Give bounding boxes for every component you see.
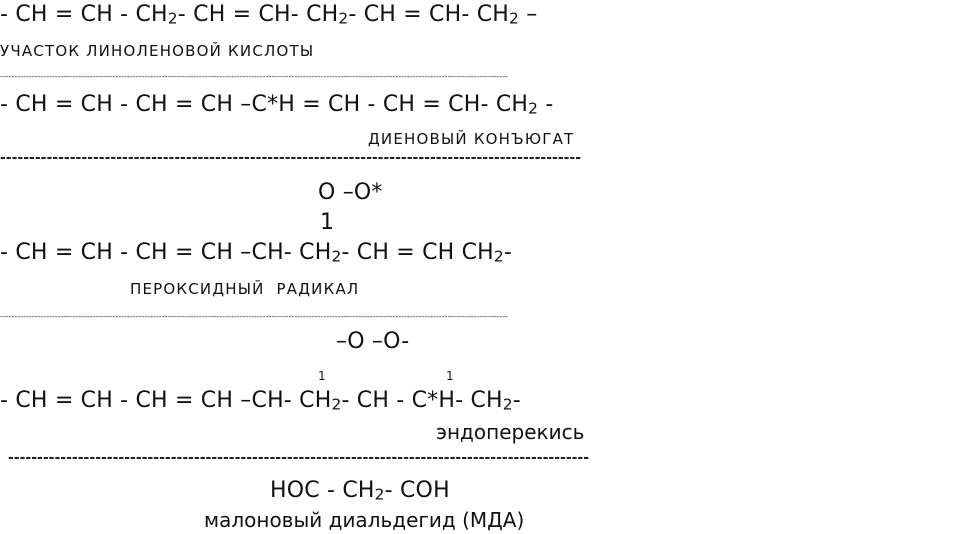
formula-part: - CH = CH- CH [177,2,339,27]
formula-part: - [512,388,521,413]
caption-endoperoxide: эндоперекись [436,420,585,444]
subscript: 2 [338,9,349,28]
formula-part: - CH - C*H- CH [341,388,503,413]
bond-marker: 1 [320,210,335,235]
separator-2: ----------------------------------------… [0,150,582,166]
formula-part: - CH = CH - CH = CH –C*H = CH - CH = CH-… [0,92,529,117]
subscript: 2 [493,247,504,266]
formula-part: HOC - CH [270,478,375,503]
formula-part: - CH = CH - CH [0,2,168,27]
formula-part: - CH = CH - CH = CH –CH- CH [0,388,332,413]
separator-3: ----------------------------------------… [0,312,509,321]
formula-part: - CH = CH - CH = CH –CH- CH [0,240,332,265]
formula-part: - [538,92,554,117]
subscript: 2 [509,9,520,28]
mda-formula: HOC - CH2- COH [270,478,450,503]
formula-part: - [503,240,513,265]
linolenic-segment-formula: - CH = CH - CH2- CH = CH- CH2- CH = CH- … [0,2,537,27]
formula-part: – [519,2,538,27]
formula-part: - COH [384,478,450,503]
formula-part: - CH = CH- CH [348,2,510,27]
subscript: 2 [331,395,342,414]
subscript: 2 [374,485,385,504]
subscript: 2 [502,395,513,414]
caption-diene-conjugate: ДИЕНОВЫЙ КОНЪЮГАТ [368,130,575,148]
diene-conjugate-formula: - CH = CH - CH = CH –C*H = CH - CH = CH-… [0,92,553,117]
bond-marker: 1 [446,369,454,383]
caption-linolenic-segment: УЧАСТОК ЛИНОЛЕНОВОЙ КИСЛОТЫ [0,42,315,60]
endoperoxide-formula: - CH = CH - CH = CH –CH- CH2- CH - C*H- … [0,388,521,413]
caption-mda: малоновый диальдегид (МДА) [204,508,525,532]
subscript: 2 [167,9,178,28]
separator-4: ----------------------------------------… [8,450,590,466]
subscript: 2 [331,247,342,266]
bond-marker: 1 [318,369,326,383]
endoperoxide-bridge: –O –O- [336,329,410,354]
formula-part: - CH = CH CH [341,240,494,265]
peroxyl-oo-group: O –O* [318,180,383,205]
subscript: 2 [528,99,539,118]
caption-peroxyl-radical: ПЕРОКСИДНЫЙ РАДИКАЛ [130,280,360,298]
separator-1: ----------------------------------------… [0,72,509,81]
peroxyl-radical-formula: - CH = CH - CH = CH –CH- CH2- CH = CH CH… [0,240,512,265]
